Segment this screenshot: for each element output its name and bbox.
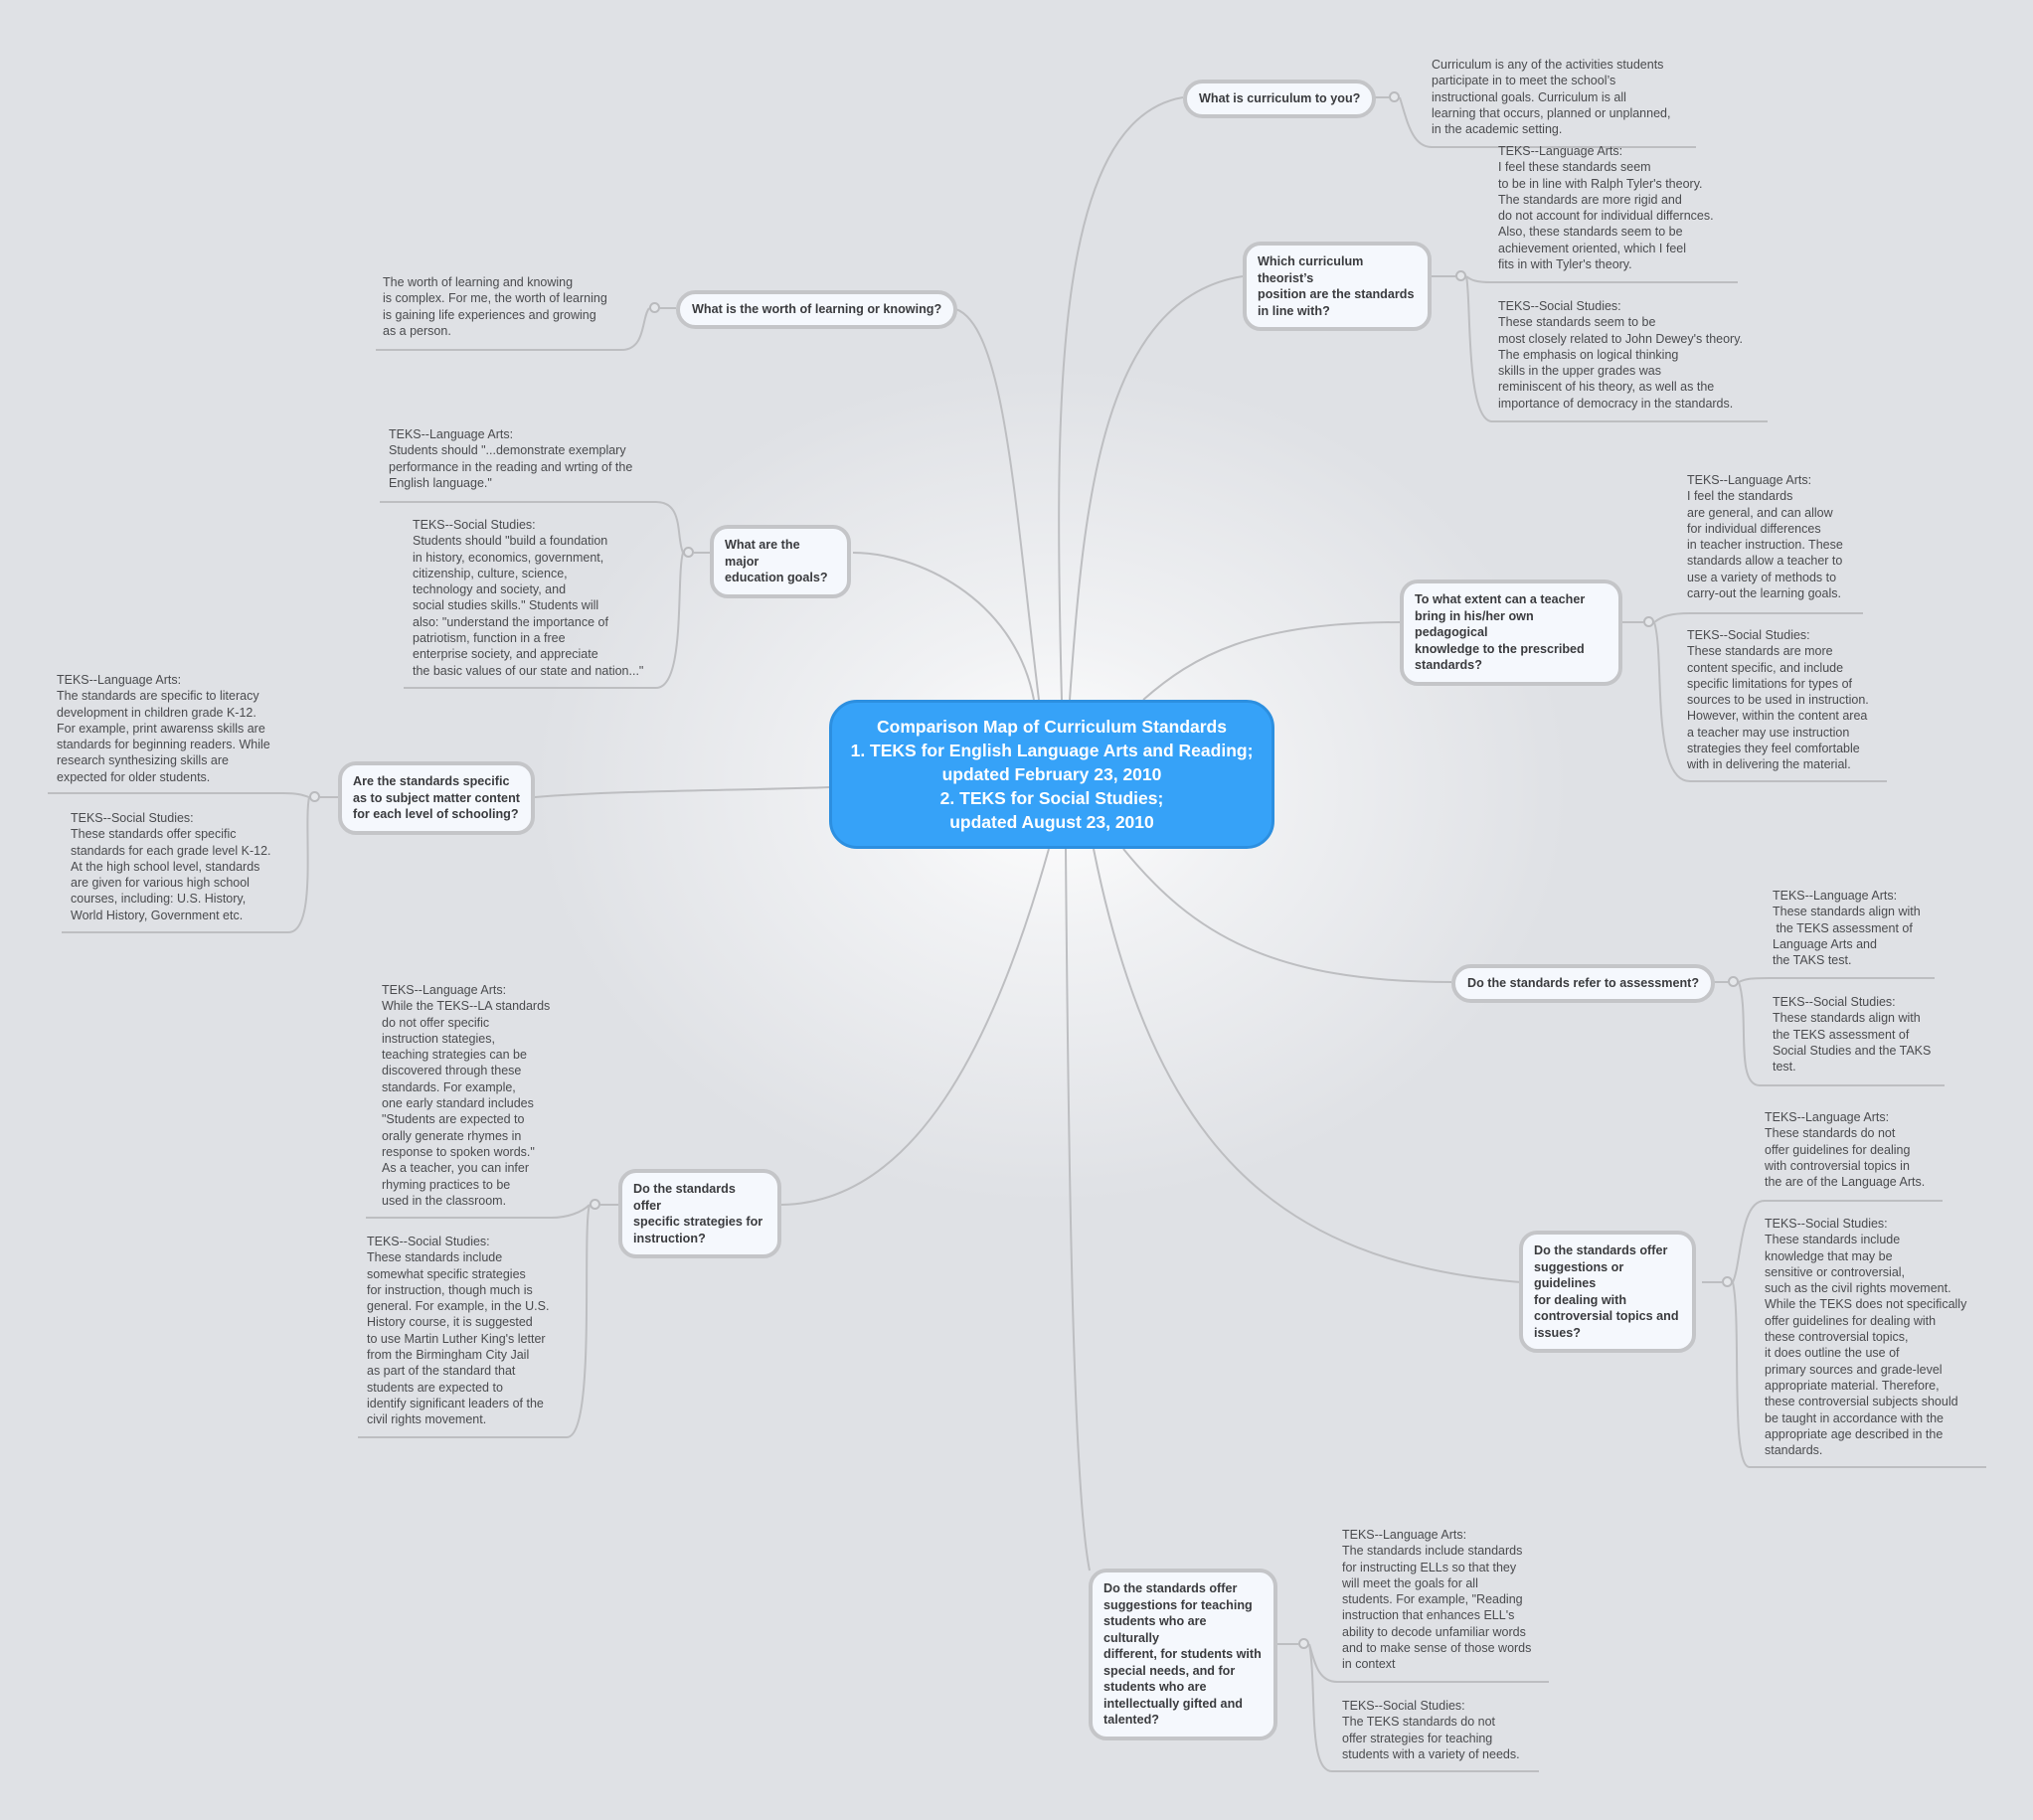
central-title-line: updated February 23, 2010 bbox=[941, 764, 1162, 784]
collapse-toggle[interactable] bbox=[1643, 616, 1654, 627]
note-strategies-language-arts[interactable]: TEKS--Language Arts: While the TEKS--LA … bbox=[382, 983, 551, 1208]
collapse-toggle[interactable] bbox=[1728, 976, 1739, 987]
note-controversial-social-studies[interactable]: TEKS--Social Studies: These standards in… bbox=[1765, 1217, 1967, 1458]
central-title-line: Comparison Map of Curriculum Standards bbox=[877, 717, 1227, 737]
note-pedagogical-language-arts[interactable]: TEKS--Language Arts: I feel the standard… bbox=[1687, 473, 1843, 601]
note-specific-language-arts[interactable]: TEKS--Language Arts: The standards are s… bbox=[57, 673, 270, 784]
central-title-line: 2. TEKS for Social Studies; bbox=[939, 788, 1164, 808]
collapse-toggle[interactable] bbox=[309, 791, 320, 802]
collapse-toggle[interactable] bbox=[1298, 1638, 1309, 1649]
topic-worth[interactable]: What is the worth of learning or knowing… bbox=[676, 290, 958, 329]
note-pedagogical-social-studies[interactable]: TEKS--Social Studies: These standards ar… bbox=[1687, 628, 1869, 772]
note-goals-social-studies[interactable]: TEKS--Social Studies: Students should "b… bbox=[413, 518, 644, 678]
topic-strategies[interactable]: Do the standards offer specific strategi… bbox=[618, 1169, 781, 1258]
topic-theorist[interactable]: Which curriculum theorist’s position are… bbox=[1243, 242, 1432, 331]
collapse-toggle[interactable] bbox=[649, 302, 660, 313]
note-assessment-social-studies[interactable]: TEKS--Social Studies: These standards al… bbox=[1773, 995, 1932, 1075]
topic-specific[interactable]: Are the standards specific as to subject… bbox=[338, 761, 535, 835]
note-worth[interactable]: The worth of learning and knowing is com… bbox=[383, 275, 607, 338]
note-curriculum[interactable]: Curriculum is any of the activities stud… bbox=[1432, 58, 1671, 137]
note-goals-language-arts[interactable]: TEKS--Language Arts: Students should "..… bbox=[389, 427, 633, 490]
central-title-line: updated August 23, 2010 bbox=[949, 812, 1154, 832]
note-theorist-social-studies[interactable]: TEKS--Social Studies: These standards se… bbox=[1498, 299, 1744, 411]
note-diverse-language-arts[interactable]: TEKS--Language Arts: The standards inclu… bbox=[1342, 1528, 1532, 1672]
note-controversial-language-arts[interactable]: TEKS--Language Arts: These standards do … bbox=[1765, 1110, 1926, 1190]
topic-controversial[interactable]: Do the standards offer suggestions or gu… bbox=[1519, 1231, 1696, 1353]
collapse-toggle[interactable] bbox=[590, 1199, 600, 1210]
note-diverse-social-studies[interactable]: TEKS--Social Studies: The TEKS standards… bbox=[1342, 1699, 1520, 1761]
central-topic[interactable]: Comparison Map of Curriculum Standards 1… bbox=[829, 700, 1274, 849]
note-specific-social-studies[interactable]: TEKS--Social Studies: These standards of… bbox=[71, 811, 271, 922]
note-strategies-social-studies[interactable]: TEKS--Social Studies: These standards in… bbox=[367, 1235, 550, 1427]
topic-curriculum[interactable]: What is curriculum to you? bbox=[1183, 80, 1377, 118]
topic-pedagogical[interactable]: To what extent can a teacher bring in hi… bbox=[1400, 579, 1622, 686]
note-assessment-language-arts[interactable]: TEKS--Language Arts: These standards ali… bbox=[1773, 889, 1921, 968]
collapse-toggle[interactable] bbox=[683, 547, 694, 558]
topic-goals[interactable]: What are the major education goals? bbox=[710, 525, 851, 598]
topic-assessment[interactable]: Do the standards refer to assessment? bbox=[1451, 964, 1716, 1003]
note-theorist-language-arts[interactable]: TEKS--Language Arts: I feel these standa… bbox=[1498, 144, 1714, 272]
topic-diverse-learners[interactable]: Do the standards offer suggestions for t… bbox=[1089, 1569, 1277, 1740]
collapse-toggle[interactable] bbox=[1389, 91, 1400, 102]
collapse-toggle[interactable] bbox=[1455, 270, 1466, 281]
central-title-line: 1. TEKS for English Language Arts and Re… bbox=[850, 741, 1254, 760]
collapse-toggle[interactable] bbox=[1722, 1276, 1733, 1287]
